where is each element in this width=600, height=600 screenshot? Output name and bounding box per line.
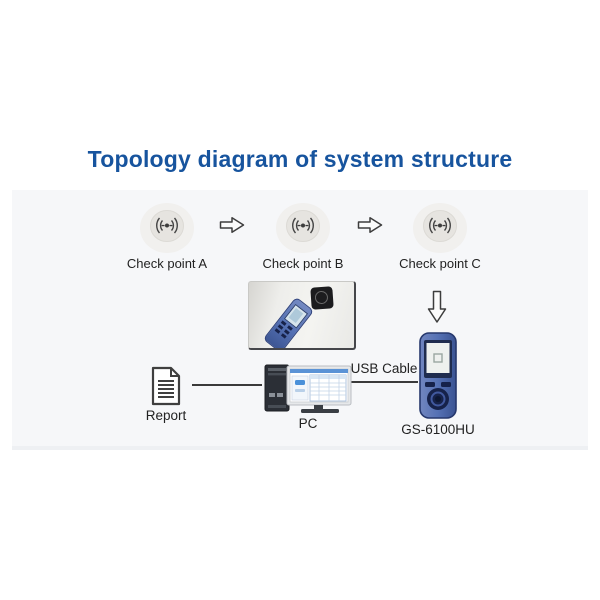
scanning-photo — [248, 281, 356, 350]
handheld-reader-icon — [418, 332, 458, 420]
report-pc-connector — [192, 384, 262, 386]
device-label: GS-6100HU — [401, 422, 475, 437]
usb-cable-label: USB Cable — [350, 361, 418, 376]
rfid-tag-icon — [275, 202, 331, 259]
pc-label: PC — [298, 416, 318, 431]
arrow-right-icon — [219, 215, 245, 240]
page-title: Topology diagram of system structure — [87, 146, 513, 172]
usb-cable-connector — [350, 381, 418, 383]
rfid-tag-icon — [139, 202, 195, 259]
checkpoint-a-label: Check point A — [126, 256, 208, 271]
wall-tag-icon — [310, 286, 334, 310]
document-icon — [148, 366, 184, 411]
arrow-right-icon — [357, 215, 383, 240]
arrow-down-icon — [427, 290, 447, 329]
handheld-reader-icon — [262, 296, 315, 348]
desktop-computer-icon — [263, 363, 353, 415]
rfid-tag-icon — [412, 202, 468, 259]
report-label: Report — [145, 408, 187, 423]
checkpoint-b-label: Check point B — [262, 256, 344, 271]
checkpoint-c-label: Check point C — [399, 256, 481, 271]
